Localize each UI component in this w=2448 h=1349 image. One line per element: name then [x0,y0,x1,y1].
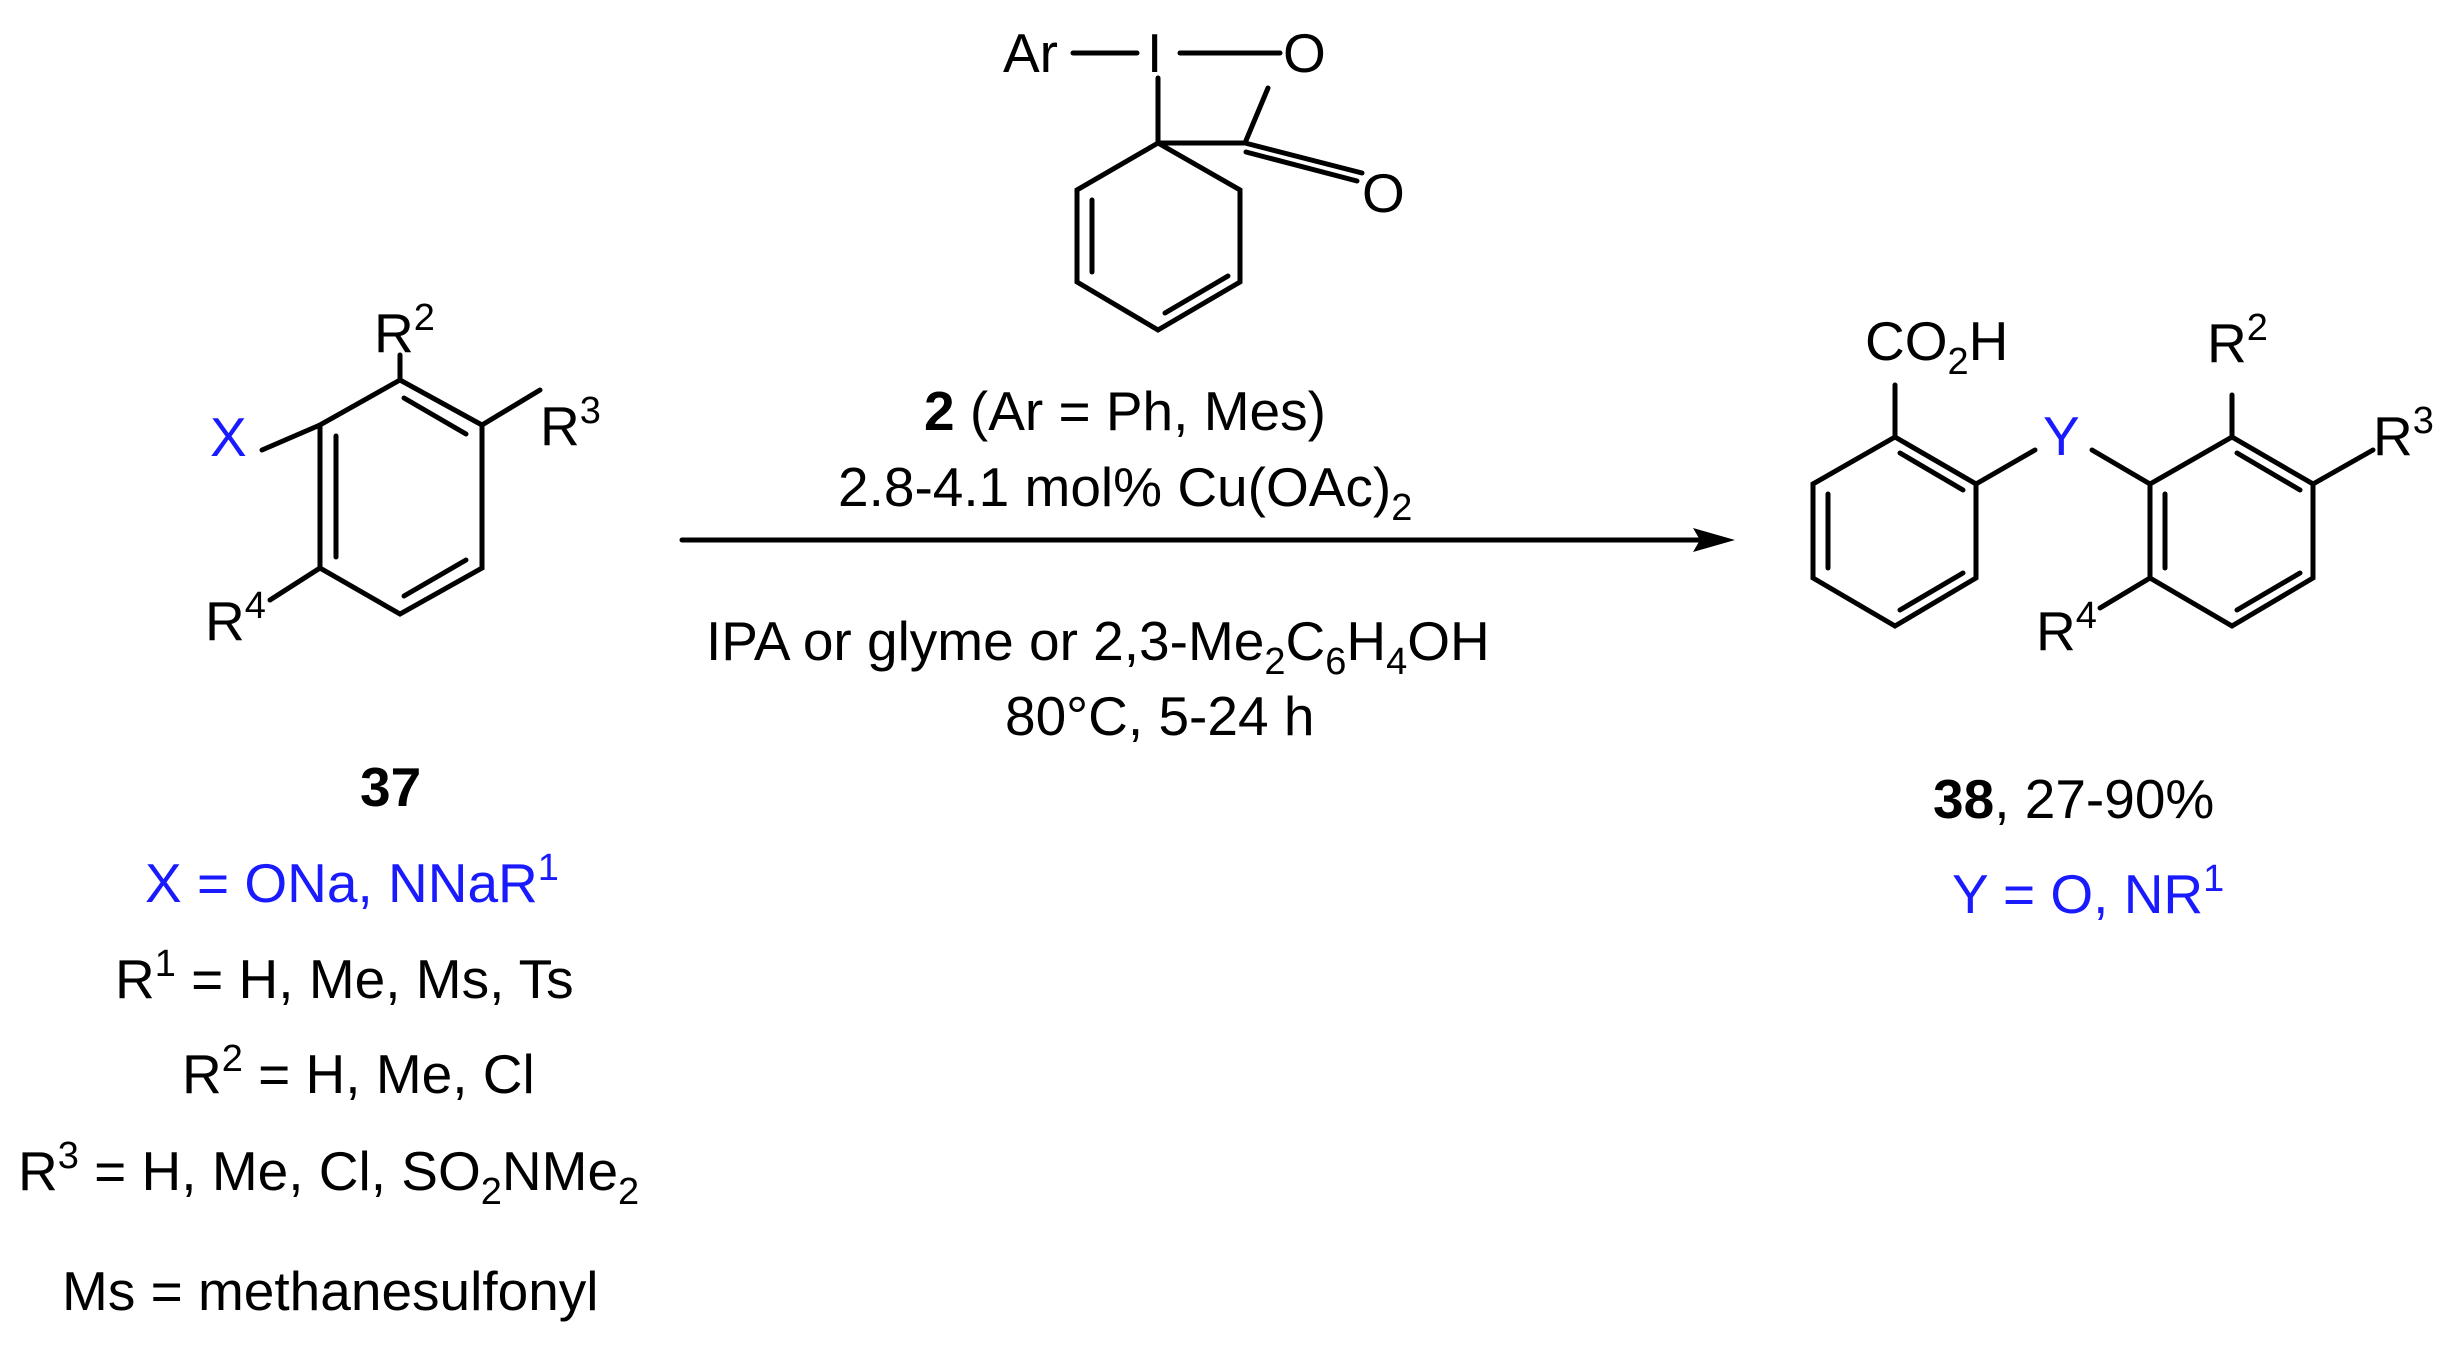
reaction-arrow [679,528,1735,552]
product-r3-label: R3 [2373,400,2434,467]
catalyst-text: 2.8-4.1 mol% Cu(OAc)2 [838,456,1412,529]
solvent-text: IPA or glyme or 2,3-Me2C6H4OH [706,610,1490,683]
compound-2-desc: (Ar = Ph, Mes) [955,380,1326,442]
r1-definition: R1 = H, Me, Ms, Ts [115,943,574,1010]
reactant-37-structure: X R2 R3 R4 [205,297,601,652]
temperature-time-text: 80°C, 5-24 h [1005,685,1314,747]
ring-oxygen-label: O [1283,22,1326,84]
compound-2-number: 2 [924,380,955,442]
ms-definition: Ms = methanesulfonyl [62,1260,599,1322]
product-r2-label: R2 [2207,307,2268,374]
product-38-structure: CO2H Y R2 R3 R4 [1810,307,2434,662]
compound-37-number: 37 [360,756,421,818]
ar-label: Ar [1003,22,1058,84]
reagent-description: 2 (Ar = Ph, Mes) [924,380,1326,442]
r3-definition: R3 = H, Me, Cl, SO2NMe2 [18,1135,639,1213]
compound-38-number: 38 [1933,768,1994,830]
y-linker-label: Y [2043,405,2080,467]
x-definition: X = ONa, NNaR1 [145,847,559,914]
reagent-2-structure: Ar I O O [1003,22,1405,333]
iodine-label: I [1147,22,1162,84]
r2-label: R2 [374,297,435,364]
co2h-label: CO2H [1865,310,2008,383]
x-substituent-label: X [210,406,247,468]
r2-definition: R2 = H, Me, Cl [182,1038,535,1105]
carbonyl-oxygen-label: O [1362,162,1405,224]
r4-label: R4 [205,585,266,652]
product-r4-label: R4 [2036,595,2097,662]
r3-label: R3 [540,390,601,457]
y-definition: Y = O, NR1 [1952,858,2224,925]
product-yield: 38, 27-90% [1933,768,2214,830]
